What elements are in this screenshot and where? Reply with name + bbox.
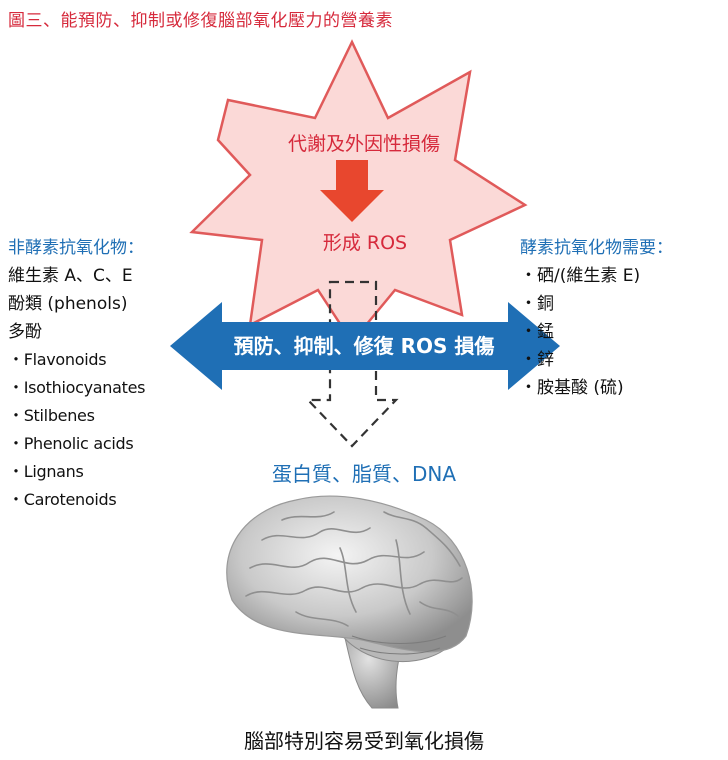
- left-line: 維生素 A、C、E: [8, 266, 133, 286]
- double-arrow-shape: [170, 302, 560, 390]
- brain-caption: 腦部特別容易受到氧化損傷: [244, 729, 484, 753]
- arrow-label: 預防、抑制、修復 ROS 損傷: [233, 334, 495, 358]
- non-enzymatic-list: 非酵素抗氧化物： 維生素 A、C、E 酚類 (phenols) 多酚 ・Flav…: [8, 234, 145, 514]
- left-line: 多酚: [8, 322, 42, 342]
- figure-title: 圖三、能預防、抑制或修復腦部氧化壓力的營養素: [8, 11, 393, 31]
- down-arrow-icon: [320, 160, 384, 222]
- left-heading: 非酵素抗氧化物：: [8, 238, 144, 258]
- right-list-item: ・胺基酸 (硫): [520, 378, 624, 398]
- left-list-item: ・Stilbenes: [8, 406, 95, 425]
- enzymatic-list: 酵素抗氧化物需要： ・硒/(維生素 E) ・銅 ・錳 ・鋅 ・胺基酸 (硫): [520, 234, 673, 402]
- star-top-label: 代謝及外因性損傷: [287, 133, 440, 155]
- right-heading: 酵素抗氧化物需要：: [520, 238, 673, 258]
- left-list-item: ・Flavonoids: [8, 350, 107, 369]
- right-list-item: ・銅: [520, 294, 554, 314]
- right-list-item: ・硒/(維生素 E): [520, 266, 641, 286]
- right-list-item: ・鋅: [520, 350, 554, 370]
- left-list-item: ・Carotenoids: [8, 490, 117, 509]
- right-list-item: ・錳: [520, 322, 554, 342]
- left-list-item: ・Phenolic acids: [8, 434, 134, 453]
- dashed-arrow-icon: [305, 280, 399, 448]
- targets-label: 蛋白質、脂質、DNA: [271, 462, 457, 486]
- left-list-item: ・Isothiocyanates: [8, 378, 146, 397]
- star-bottom-label: 形成 ROS: [322, 232, 408, 254]
- left-list-item: ・Lignans: [8, 462, 84, 481]
- brain-icon: [226, 495, 473, 709]
- left-line: 酚類 (phenols): [8, 294, 128, 314]
